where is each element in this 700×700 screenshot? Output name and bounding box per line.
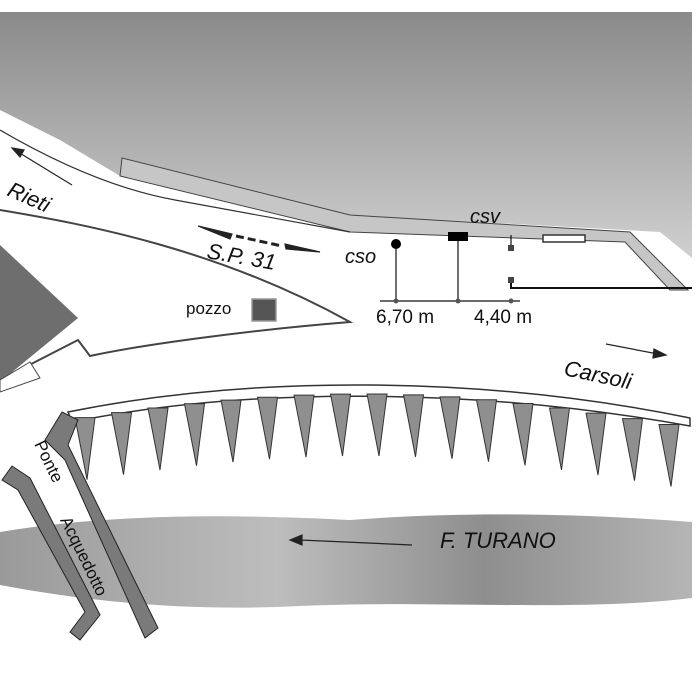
canal-tooth bbox=[110, 412, 133, 475]
canal-tooth bbox=[256, 396, 279, 460]
hillside-area bbox=[0, 12, 692, 258]
canal-tooth bbox=[74, 417, 96, 480]
canal-tooth bbox=[402, 394, 425, 457]
road-edge bbox=[0, 129, 351, 233]
ponte-acquedotto-bridge bbox=[44, 411, 159, 639]
canal-tooth bbox=[366, 393, 388, 457]
pozzo-well bbox=[251, 298, 277, 322]
csv-marker bbox=[448, 232, 468, 241]
label-csv: csv bbox=[470, 206, 501, 228]
valve-marker-2 bbox=[508, 277, 514, 283]
cso-marker bbox=[391, 239, 401, 249]
left-triangle bbox=[0, 245, 78, 382]
canal-tooth bbox=[475, 399, 498, 462]
label-distance-1: 6,70 m bbox=[376, 307, 434, 328]
canal-tooth bbox=[585, 412, 607, 476]
road-edge-lower bbox=[0, 209, 354, 381]
retaining-strip bbox=[119, 157, 690, 291]
label-pozzo: pozzo bbox=[186, 299, 231, 318]
canal-tooth bbox=[548, 407, 571, 471]
slot-marker bbox=[542, 234, 586, 243]
measurement-lines bbox=[380, 235, 692, 302]
canal-tooth bbox=[220, 399, 242, 463]
direction-arrows bbox=[10, 147, 668, 546]
label-turano: F. TURANO bbox=[440, 528, 556, 553]
label-cso: cso bbox=[345, 246, 376, 268]
canal-tooth bbox=[512, 402, 534, 466]
ponte-acquedotto-bridge-lower bbox=[1, 465, 101, 641]
left-wedge bbox=[0, 361, 41, 393]
canal-tooth bbox=[439, 396, 461, 459]
valve-marker bbox=[508, 245, 514, 251]
label-distance-2: 4,40 m bbox=[474, 307, 532, 328]
canal-tooth bbox=[293, 394, 315, 458]
river-turano bbox=[0, 514, 692, 608]
canal-tooth bbox=[329, 393, 352, 457]
canal-tooth bbox=[621, 418, 644, 481]
canal-tooth bbox=[147, 407, 169, 471]
canal-tooth bbox=[183, 403, 206, 466]
canal-teeth bbox=[74, 393, 680, 487]
label-carsoli: Carsoli bbox=[562, 355, 635, 394]
canal-tooth bbox=[658, 424, 680, 487]
